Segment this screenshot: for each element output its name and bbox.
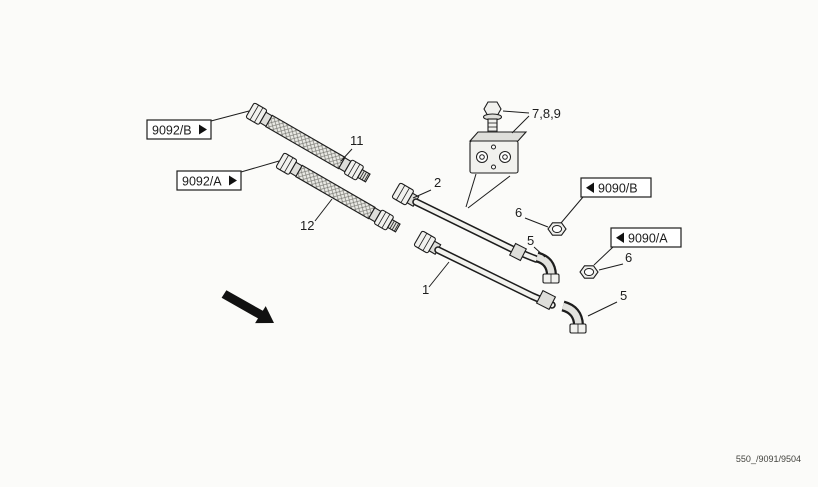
callout-11: 11 [340,133,364,162]
ref-label-9090a-text: 9090/A [628,232,668,246]
callout-6a: 6 [598,250,632,271]
part-number-5a: 5 [620,288,627,303]
ref-label-9092b-text: 9092/B [152,124,192,138]
bolt-and-manifold-block [465,101,528,209]
part-number-6a: 6 [625,250,632,265]
ref-label-9092a: 9092/A [176,160,280,191]
block-front-face [469,140,519,174]
elbow-fitting-5b [535,251,560,284]
direction-arrow-icon [221,290,274,324]
drawing-code: 550_/9091/9504 [736,454,801,464]
callout-2: 2 [412,175,441,199]
rigid-pipe-2 [391,182,540,263]
braided-hose-11 [245,102,371,183]
part-number-789: 7,8,9 [532,106,561,121]
callout-5a: 5 [587,288,627,317]
arrow-right-icon [199,124,207,135]
rigid-pipe-1 [413,230,557,311]
callout-6b: 6 [515,205,549,228]
hex-nut-6a [579,265,599,279]
callout-12: 12 [300,198,333,233]
callout-789: 7,8,9 [502,106,561,134]
elbow-fitting-5a [561,300,587,334]
ref-label-9090a: 9090/A [593,227,682,266]
part-number-5b: 5 [527,233,534,248]
arrow-left-icon [586,182,594,193]
hex-nut-6b [547,222,567,236]
ref-label-9090b-text: 9090/B [598,182,638,196]
ref-label-9090b: 9090/B [560,177,652,224]
callout-5b: 5 [527,233,546,258]
callout-1: 1 [422,261,450,297]
ref-label-9092a-text: 9092/A [182,175,222,189]
ref-label-9092b: 9092/B [146,110,250,140]
block-top-face [468,131,528,142]
part-number-11: 11 [350,133,364,148]
part-number-12: 12 [300,218,314,233]
arrow-right-icon [229,175,237,186]
arrow-left-icon [616,232,624,243]
part-number-1: 1 [422,282,429,297]
part-number-6b: 6 [515,205,522,220]
part-number-2: 2 [434,175,441,190]
braided-hose-12 [275,152,401,233]
